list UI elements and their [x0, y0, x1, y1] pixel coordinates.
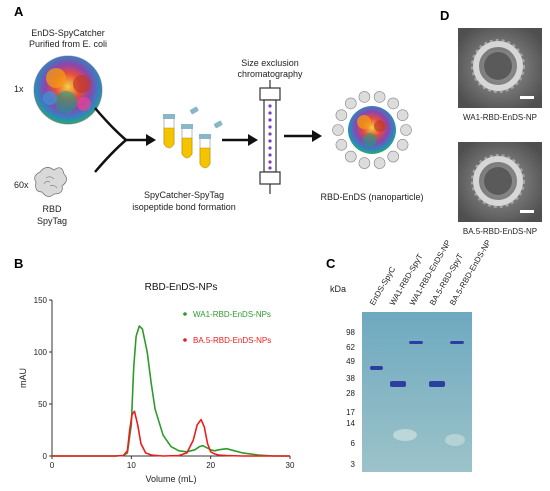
em-label-2: BA.5-RBD-EnDS-NP	[463, 227, 537, 236]
em-image-1	[458, 28, 542, 108]
legend-marker	[183, 338, 187, 342]
legend-marker	[183, 312, 187, 316]
sec-line-2: chromatography	[237, 69, 303, 79]
marker-label: 28	[346, 389, 355, 398]
marker-label: 3	[351, 460, 356, 469]
gel-band	[370, 366, 383, 370]
marker-label: 49	[346, 357, 355, 366]
gel-band	[409, 341, 423, 344]
gel-band	[450, 341, 464, 344]
y-axis-label: mAU	[18, 368, 28, 388]
gel-background	[362, 312, 472, 472]
bond-line-2: isopeptide bond formation	[132, 202, 236, 212]
series-line-2	[52, 410, 290, 457]
y-tick-label: 50	[38, 400, 47, 409]
sec-line-1: Size exclusion	[241, 58, 299, 68]
merge-arrow-icon	[94, 107, 156, 173]
ratio-rbd: 60x	[14, 180, 29, 190]
sds-page-gel: 9862493828171463EnDS-SpyCWA1-RBD-SpyTWA1…	[346, 238, 493, 472]
source-line-1: EnDS-SpyCatcher	[31, 28, 105, 38]
legend-entry-1: WA1-RBD-EnDS-NPs	[193, 310, 271, 319]
rbd-spike-icon	[396, 109, 409, 121]
test-tubes-icon	[163, 106, 223, 169]
y-tick-label: 0	[43, 452, 48, 461]
rbd-spike-icon	[335, 109, 348, 121]
em-label-1: WA1-RBD-EnDS-NP	[463, 113, 537, 122]
rbd-label-1: RBD	[42, 204, 62, 214]
kda-label: kDa	[330, 284, 346, 294]
rbd-spike-icon	[335, 139, 348, 151]
em-image-2	[458, 142, 542, 222]
marker-label: 17	[346, 408, 355, 417]
x-tick-label: 0	[50, 461, 55, 470]
x-tick-label: 30	[286, 461, 295, 470]
gel-band	[390, 381, 406, 387]
rbd-spike-icon	[400, 124, 412, 136]
y-tick-label: 100	[34, 348, 48, 357]
x-tick-label: 20	[206, 461, 215, 470]
y-tick-label: 150	[34, 296, 48, 305]
rbd-spike-icon	[344, 150, 357, 163]
gel-smear	[393, 429, 417, 441]
rbd-label-2: SpyTag	[37, 216, 67, 226]
legend-entry-2: BA.5-RBD-EnDS-NPs	[193, 336, 271, 345]
panel-a: A EnDS-SpyCatcher Purified from E. coli …	[14, 4, 424, 226]
panel-letter-d: D	[440, 8, 449, 23]
panel-c: C kDa 9862493828171463EnDS-SpyCWA1-RBD-S…	[326, 238, 493, 472]
series-line-1	[52, 325, 290, 457]
product-label: RBD-EnDS (nanoparticle)	[320, 192, 423, 202]
chart-title: RBD-EnDS-NPs	[145, 282, 218, 293]
marker-label: 14	[346, 419, 355, 428]
marker-label: 98	[346, 328, 355, 337]
panel-letter-c: C	[326, 256, 336, 271]
x-axis-label: Volume (mL)	[145, 474, 196, 484]
rbd-ends-nanoparticle-icon	[332, 91, 412, 169]
rbd-spike-icon	[387, 97, 400, 110]
marker-label: 62	[346, 343, 355, 352]
sec-column-icon	[259, 80, 281, 194]
ends-nanoparticle-icon	[33, 55, 103, 125]
panel-letter-b: B	[14, 256, 23, 271]
rbd-spike-icon	[387, 150, 400, 163]
scale-bar-icon	[520, 210, 534, 213]
gel-smear	[445, 434, 465, 446]
marker-label: 38	[346, 374, 355, 383]
gel-band	[429, 381, 445, 387]
panel-letter-a: A	[14, 4, 24, 19]
arrow-to-column-icon	[222, 134, 258, 146]
x-tick-label: 10	[127, 461, 136, 470]
source-line-2: Purified from E. coli	[29, 39, 107, 49]
rbd-spike-icon	[358, 91, 371, 103]
ratio-ends: 1x	[14, 84, 24, 94]
rbd-spike-icon	[332, 124, 344, 136]
arrow-to-product-icon	[284, 130, 322, 142]
marker-label: 6	[351, 439, 356, 448]
rbd-spike-icon	[344, 97, 357, 110]
rbd-spike-icon	[396, 139, 409, 151]
panel-d: D WA1-RBD-EnDS-NP BA.5-RBD-EnDS-NP	[440, 8, 542, 236]
scale-bar-icon	[520, 96, 534, 99]
rbd-spike-icon	[373, 157, 386, 169]
rbd-spike-icon	[358, 157, 371, 169]
bond-line-1: SpyCatcher-SpyTag	[144, 190, 224, 200]
rbd-spike-icon	[373, 91, 386, 103]
rbd-protein-icon	[34, 167, 67, 197]
